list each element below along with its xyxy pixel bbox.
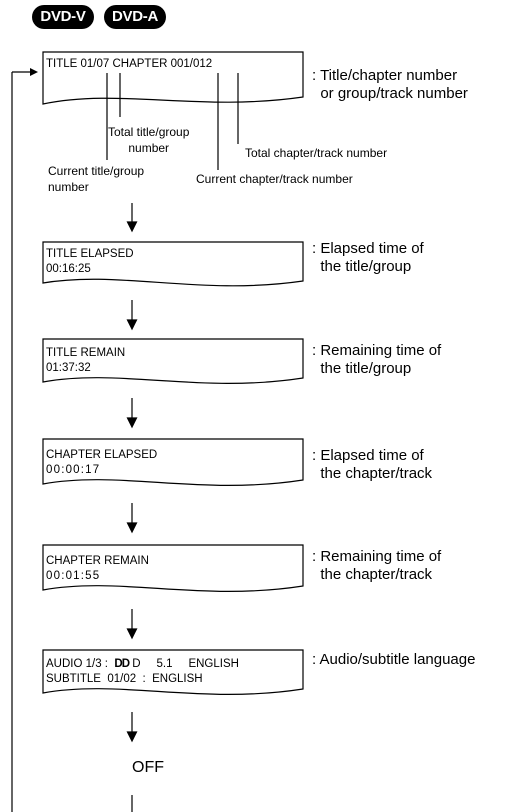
annotation-current-chapter: Current chapter/track number <box>196 172 353 186</box>
screen-title-chapter-text: TITLE 01/07 CHAPTER 001/012 <box>46 58 213 70</box>
screen-frame-title-remain <box>42 338 304 384</box>
desc-title-remain: : Remaining time of the title/group <box>312 342 442 377</box>
audio-format-label: D 5.1 ENGLISH <box>132 658 239 670</box>
annotation-total-chapter: Total chapter/track number <box>245 146 388 160</box>
screen-chapter-remain-time: 00:01:55 <box>46 570 101 582</box>
screen-title-remain-label: TITLE REMAIN <box>46 347 126 359</box>
down-arrow-2 <box>126 300 138 331</box>
screen-frame-chapter-elapsed <box>42 438 304 486</box>
screen-frame-audio-subtitle <box>42 649 304 695</box>
desc-title-chapter: : Title/chapter number or group/track nu… <box>312 67 468 102</box>
badge-dvd-audio: DVD-A <box>104 5 166 29</box>
screen-chapter-elapsed-label: CHAPTER ELAPSED <box>46 449 158 461</box>
screen-chapter-remain-label: CHAPTER REMAIN <box>46 555 149 567</box>
desc-chapter-remain: : Remaining time of the chapter/track <box>312 548 442 583</box>
screen-title-elapsed-label: TITLE ELAPSED <box>46 248 134 260</box>
screen-frame-chapter-remain <box>42 544 304 592</box>
screen-title-remain-time: 01:37:32 <box>46 362 91 374</box>
desc-title-elapsed: : Elapsed time of the title/group <box>312 240 424 275</box>
down-arrow-1 <box>126 203 138 233</box>
return-loop-arrowhead <box>30 68 38 76</box>
down-arrow-3 <box>126 398 138 429</box>
off-label: OFF <box>132 759 164 776</box>
desc-audio-subtitle: : Audio/subtitle language <box>312 651 476 668</box>
screen-chapter-elapsed-time: 00:00:17 <box>46 464 101 476</box>
desc-chapter-elapsed: : Elapsed time of the chapter/track <box>312 447 433 482</box>
screen-frame-title-elapsed <box>42 241 304 287</box>
down-arrow-5 <box>126 609 138 640</box>
badge-dvd-video: DVD-V <box>32 5 94 29</box>
screen-title-elapsed-time: 00:16:25 <box>46 263 91 275</box>
annotation-current-title: Current title/group number <box>48 164 145 194</box>
screen-frame-title-chapter <box>42 51 304 105</box>
audio-track-label: AUDIO 1/3 : <box>46 658 108 670</box>
annotation-total-title: Total title/group number <box>108 125 190 155</box>
down-arrow-6 <box>126 712 138 743</box>
dolby-digital-icon: DD <box>114 658 130 670</box>
down-arrow-4 <box>126 503 138 534</box>
screen-audio-line: AUDIO 1/3 : DD D 5.1 ENGLISH <box>46 657 239 672</box>
screen-subtitle-line: SUBTITLE 01/02 : ENGLISH <box>46 673 203 685</box>
